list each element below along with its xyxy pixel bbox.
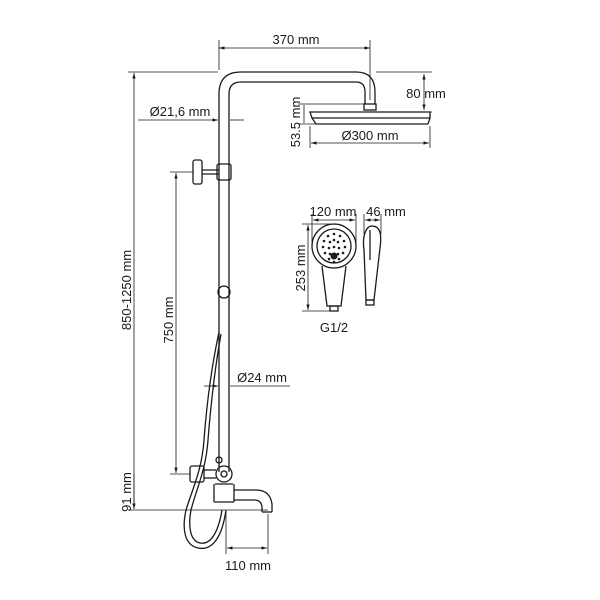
mixer-valve: [189, 456, 235, 503]
dim-arm-length: 370 mm: [218, 32, 371, 100]
dim-head-diameter-label: Ø300 mm: [341, 128, 398, 143]
dim-hand-depth-label: 46 mm: [366, 204, 406, 219]
dim-spout-length-label: 110 mm: [225, 558, 271, 573]
dim-arm-length-label: 370 mm: [273, 32, 320, 47]
shower-column: [218, 71, 377, 472]
dim-slide-height-label: 750 mm: [161, 297, 176, 344]
dim-head-height-label: 80 mm: [406, 86, 446, 101]
hand-shower-holder: [192, 159, 232, 185]
dim-hand-width-label: 120 mm: [310, 204, 357, 219]
dim-spout-length: 110 mm: [225, 512, 271, 573]
shower-hose: [183, 331, 227, 550]
dim-overall-height: 850-1250 mm: [119, 71, 218, 509]
dim-hand-width: 120 mm: [310, 204, 357, 242]
dim-inlet-height: 91 mm: [119, 472, 268, 512]
hand-shower-side: [362, 225, 382, 306]
dim-slide-height: 750 mm: [161, 171, 193, 475]
slider-knob: [217, 285, 231, 299]
dim-hand-depth: 46 mm: [363, 204, 406, 234]
dim-pipe-top-diameter-label: Ø21,6 mm: [150, 104, 211, 119]
dim-pipe-top-diameter: Ø21,6 mm: [138, 104, 244, 122]
dim-pipe-bottom-diameter-label: Ø24 mm: [237, 370, 287, 385]
bath-spout: [234, 489, 273, 513]
rain-shower-head: [309, 111, 431, 125]
dim-hand-length: 253 mm: [293, 223, 330, 312]
hand-shower-front: [311, 223, 357, 312]
dim-inlet-height-label: 91 mm: [119, 472, 134, 512]
dim-overall-height-label: 850-1250 mm: [119, 250, 134, 330]
dim-hand-length-label: 253 mm: [293, 245, 308, 292]
thread-label: G1/2: [320, 320, 348, 335]
dim-head-height: 80 mm: [376, 71, 446, 113]
dim-pipe-bottom-diameter: Ø24 mm: [204, 370, 290, 388]
dim-head-thickness: 53.5 mm: [288, 97, 364, 148]
dim-head-diameter: Ø300 mm: [309, 126, 431, 148]
dim-head-thickness-label: 53.5 mm: [288, 97, 303, 148]
